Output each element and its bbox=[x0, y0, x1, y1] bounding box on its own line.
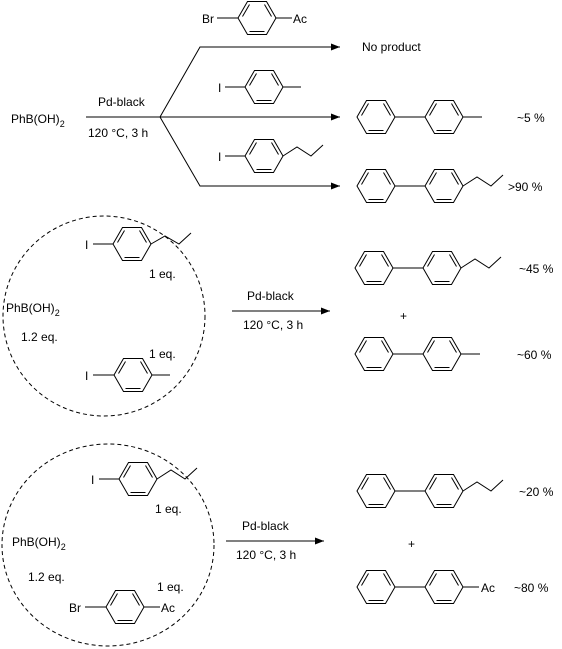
conditions-label: 120 °C, 3 h bbox=[88, 126, 148, 140]
methoxybiphenyl-molecule bbox=[356, 169, 504, 203]
scheme-2: I 1 eq. PhB(OH)2 1.2 eq. 1 eq. I Pd-blac… bbox=[2, 215, 554, 417]
svg-text:Ac: Ac bbox=[481, 581, 495, 595]
equiv-label: 1 eq. bbox=[157, 580, 184, 594]
svg-text:I: I bbox=[218, 150, 221, 164]
svg-text:Ac: Ac bbox=[161, 601, 175, 615]
equiv-label: 1 eq. bbox=[149, 347, 176, 361]
reactant-label: PhB(OH)2 bbox=[11, 112, 65, 129]
iodotoluene-molecule: I bbox=[85, 358, 170, 392]
yield-comp2-methoxy: ~20 % bbox=[519, 485, 554, 499]
svg-text:I: I bbox=[218, 81, 221, 95]
catalyst-label: Pd-black bbox=[247, 289, 295, 303]
yield-comp1-methyl: ~60 % bbox=[517, 348, 552, 362]
competition-circle-2 bbox=[1, 443, 215, 647]
acetylbiphenyl-molecule: Ac bbox=[356, 570, 495, 604]
iodotoluene-molecule: I bbox=[218, 70, 301, 104]
methoxybiphenyl-molecule bbox=[356, 474, 504, 508]
svg-text:I: I bbox=[91, 473, 94, 487]
plus-sign: + bbox=[408, 537, 415, 551]
competition-circle-1 bbox=[2, 215, 206, 417]
bromoacetophenone-molecule: Br Ac bbox=[202, 1, 307, 35]
conditions-label: 120 °C, 3 h bbox=[243, 318, 303, 332]
bromoacetophenone-molecule: Br Ac bbox=[69, 590, 175, 624]
branch-lower bbox=[159, 116, 340, 190]
iodoanisole-molecule: I bbox=[91, 462, 198, 496]
svg-text:Ac: Ac bbox=[293, 12, 307, 26]
catalyst-label: Pd-black bbox=[242, 519, 290, 533]
svg-text:Br: Br bbox=[202, 12, 214, 26]
equiv-label: 1.2 eq. bbox=[28, 570, 65, 584]
svg-text:I: I bbox=[85, 369, 88, 383]
methylbiphenyl-molecule bbox=[356, 100, 482, 134]
methylbiphenyl-molecule bbox=[354, 337, 480, 371]
plus-sign: + bbox=[400, 309, 407, 323]
reactant-label: PhB(OH)2 bbox=[12, 535, 66, 552]
reactant-label: PhB(OH)2 bbox=[6, 301, 60, 318]
iodoanisole-molecule: I bbox=[218, 139, 324, 173]
yield-methyl-biphenyl: ~5 % bbox=[517, 111, 545, 125]
conditions-label: 120 °C, 3 h bbox=[236, 548, 296, 562]
branch-upper bbox=[159, 43, 340, 118]
svg-text:I: I bbox=[85, 238, 88, 252]
catalyst-label: Pd-black bbox=[98, 95, 146, 109]
svg-text:Br: Br bbox=[69, 601, 81, 615]
yield-comp1-methoxy: ~45 % bbox=[519, 262, 554, 276]
yield-methoxy-biphenyl: >90 % bbox=[508, 180, 543, 194]
equiv-label: 1.2 eq. bbox=[21, 330, 58, 344]
methoxybiphenyl-molecule bbox=[354, 251, 502, 285]
iodoanisole-molecule: I bbox=[85, 227, 192, 261]
yield-comp2-acetyl: ~80 % bbox=[514, 581, 549, 595]
scheme-1: PhB(OH)2 Pd-black 120 °C, 3 h Br Ac I I bbox=[11, 1, 545, 203]
scheme-3: I 1 eq. PhB(OH)2 1.2 eq. 1 eq. Br Ac Pd-… bbox=[1, 443, 554, 647]
equiv-label: 1 eq. bbox=[149, 267, 176, 281]
no-product-label: No product bbox=[362, 40, 421, 54]
equiv-label: 1 eq. bbox=[155, 502, 182, 516]
